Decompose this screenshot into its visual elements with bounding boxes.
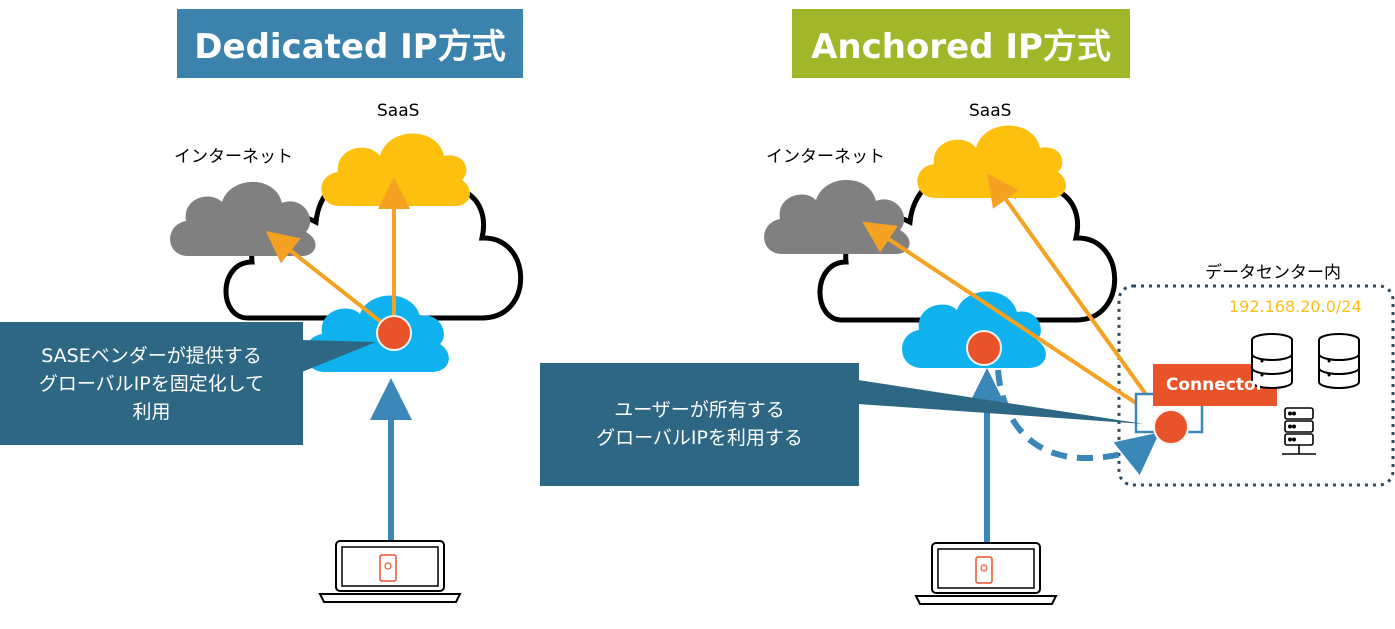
sase-node-right	[966, 330, 1002, 366]
internet-cloud-icon-right	[764, 179, 910, 254]
arrow-connector-to-internet	[862, 221, 1162, 421]
saas-cloud-icon-right	[917, 125, 1066, 198]
right-saas-label: SaaS	[969, 101, 1012, 121]
arrow-connector-to-saas	[987, 173, 1162, 416]
right-callout-text: ユーザーが所有する グローバルIPを利用する	[540, 396, 859, 452]
datacenter-label: データセンター内	[1205, 263, 1341, 283]
server-icon	[1282, 407, 1316, 455]
left-internet-label: インターネット	[174, 147, 293, 167]
callout-right-box	[540, 363, 859, 486]
laptop-icon-right	[914, 542, 1058, 605]
left-callout-text: SASEベンダーが提供する グローバルIPを固定化して 利用	[0, 342, 303, 426]
right-callout-line-1: ユーザーが所有する	[614, 399, 785, 421]
right-callout-line-2: グローバルIPを利用する	[596, 427, 803, 449]
callout-left-box	[0, 322, 303, 445]
sase-cloud-icon-right	[902, 291, 1046, 368]
subnet-label: 192.168.20.0/24	[1229, 297, 1362, 316]
left-callout-line-3: 利用	[132, 401, 171, 423]
datacenter-boundary	[1117, 284, 1395, 487]
right-internet-label: インターネット	[766, 147, 885, 167]
saas-cloud-icon	[321, 133, 470, 206]
left-title: Dedicated IP方式	[177, 9, 523, 78]
database-icon	[1251, 333, 1293, 389]
right-title: Anchored IP方式	[792, 9, 1130, 78]
left-saas-label: SaaS	[377, 101, 420, 121]
callout-right-pointer	[858, 380, 1144, 424]
left-callout-line-1: SASEベンダーが提供する	[41, 345, 262, 367]
sase-node	[376, 315, 412, 351]
arrow-to-internet	[265, 231, 387, 327]
connector-label: Connector	[1165, 375, 1265, 395]
left-callout-line-2: グローバルIPを固定化して	[38, 373, 265, 395]
laptop-icon	[318, 540, 462, 603]
callout-left-pointer	[302, 340, 376, 372]
database-icon	[1318, 333, 1360, 389]
connector-node	[1153, 409, 1189, 445]
internet-cloud-icon	[170, 181, 316, 256]
